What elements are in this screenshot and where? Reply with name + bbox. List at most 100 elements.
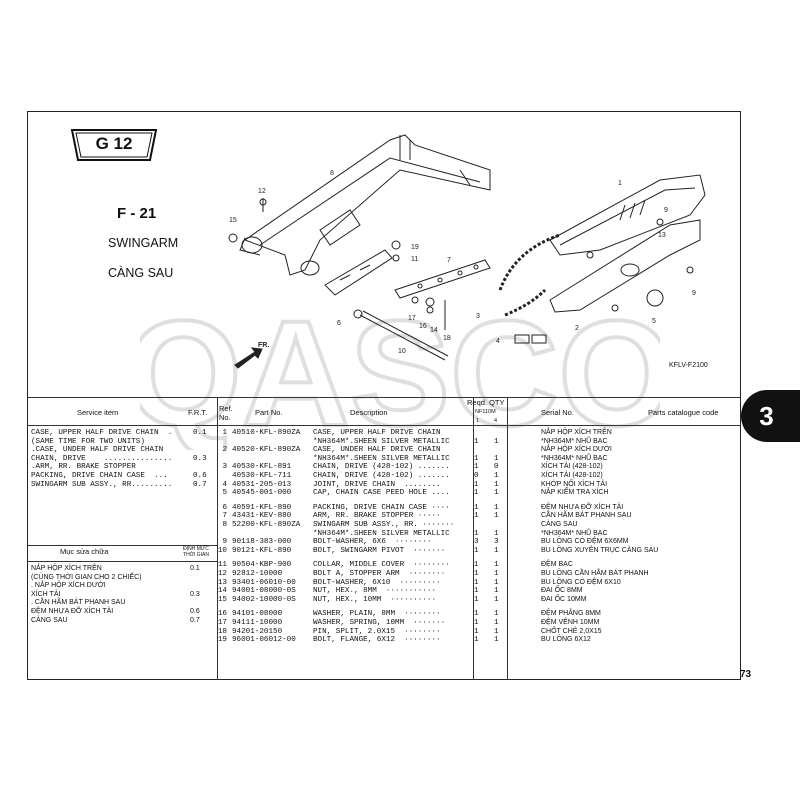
part-number: 40520-KFL-890ZA [232, 446, 301, 455]
callout-11: 11 [411, 256, 418, 263]
part-serial-vi: *NH364M* NHŨ BẠC [541, 437, 608, 445]
callout-14: 14 [430, 327, 438, 334]
service-item: (SAME TIME FOR TWO UNITS) [31, 437, 145, 446]
part-serial-vi: CHỐT CHẺ 2,0X15 [541, 627, 602, 635]
part-description: COLLAR, MIDDLE COVER ········ [313, 561, 450, 570]
header-ref-1: Ref. [219, 404, 233, 413]
pivot-bolt-drawing [353, 309, 449, 361]
part-qty-4: 1 [494, 578, 499, 587]
part-qty-4: 1 [494, 546, 499, 555]
part-serial-vi: CẦN HÃM BÁT PHANH SAU [541, 512, 632, 520]
part-description: NUT, HEX., 8MM ··········· [313, 587, 437, 596]
part-description: CHAIN, DRIVE (428-102) ....... [313, 472, 450, 480]
front-arrow-label: FR. [258, 342, 269, 349]
part-qty-1: 0 [474, 472, 479, 480]
part-qty-4: 1 [494, 472, 499, 480]
part-qty-1: 1 [474, 610, 479, 619]
part-qty-1: 3 [474, 538, 479, 547]
vi-item-frt: 0.1 [190, 565, 200, 572]
part-qty-1: 1 [474, 619, 479, 627]
part-serial-vi: ĐỆM NHỰA ĐỠ XÍCH TẢI [541, 503, 624, 511]
swingarm-drawing [239, 134, 491, 276]
part-ref: 15 [217, 595, 227, 604]
part-number: 43431-KEV-880 [232, 512, 292, 521]
part-ref: 1 [222, 429, 227, 437]
part-qty-4: 1 [494, 529, 499, 538]
part-ref: 14 [217, 587, 227, 596]
vi-section-rule [27, 545, 217, 546]
part-ref: 12 [217, 570, 227, 578]
callout-9b: 9 [692, 290, 696, 297]
part-serial-vi: ĐAI ỐC 10MM [541, 595, 587, 603]
section-title-vi: CÀNG SAU [108, 266, 174, 280]
part-serial-vi: *NH364M* NHŨ BẠC [541, 529, 608, 537]
table-header-rule [27, 425, 741, 426]
callout-2: 2 [575, 325, 579, 332]
header-catalogue-code: Parts catalogue code [648, 408, 719, 417]
part-qty-4: 1 [494, 437, 499, 446]
exploded-parts-diagram: FR. 1 2 3 4 5 6 7 8 9 9 10 11 12 13 14 1… [228, 134, 706, 369]
callout-3: 3 [476, 313, 480, 320]
part-number: 40530-KFL-891 [232, 463, 292, 472]
part-description: BOLT A, STOPPER ARM ········ [313, 570, 446, 578]
part-qty-4: 1 [494, 503, 499, 512]
qty-right-divider [507, 397, 508, 680]
part-qty-4: 1 [494, 627, 499, 636]
part-serial-vi: BU LÔNG CÓ ĐỆM 6X6MM [541, 538, 629, 546]
part-ref: 3 [222, 463, 227, 472]
callout-13: 13 [658, 232, 666, 239]
part-number: 93401-06010-00 [232, 578, 296, 587]
part-qty-4: 1 [494, 595, 499, 604]
part-qty-1: 1 [474, 480, 479, 489]
part-description: *NH364M*.SHEEN SILVER METALLIC [313, 529, 450, 538]
part-ref: 2 [222, 446, 227, 455]
vi-item-frt: 0.3 [190, 590, 200, 598]
part-description: CASE, UNDER HALF DRIVE CHAIN [313, 446, 441, 455]
part-number: 94001-08000-0S [232, 587, 296, 596]
callout-8: 8 [330, 170, 334, 177]
section-title-en: SWINGARM [108, 236, 179, 250]
part-description: PACKING, DRIVE CHAIN CASE ···· [313, 503, 450, 512]
vi-item-frt: 0.7 [190, 616, 200, 624]
service-item-frt: 0.6 [193, 472, 207, 480]
part-description: WASHER, SPRING, 10MM ······· [313, 619, 446, 627]
part-serial-vi: XÍCH TẢI (428-102) [541, 463, 603, 471]
callout-19: 19 [411, 244, 419, 251]
part-number: 94201-20150 [232, 627, 283, 636]
callout-5: 5 [652, 318, 656, 325]
cap-drawing [646, 289, 664, 307]
group-tab: G 12 [70, 128, 158, 162]
part-qty-4: 0 [494, 463, 499, 472]
service-item: CASE, UPPER HALF DRIVE CHAIN . [31, 429, 173, 437]
part-ref: 6 [222, 503, 227, 512]
part-qty-1: 1 [474, 587, 479, 596]
header-ref-2: No. [219, 413, 231, 422]
part-qty-1: 1 [474, 529, 479, 538]
part-serial-vi: BU LÔNG 6X12 [541, 636, 591, 644]
part-ref: 11 [217, 561, 227, 570]
part-description: NUT, HEX., 10MM ·········· [313, 595, 437, 604]
vi-item: . CẦN HÃM BÁT PHANH SAU [31, 599, 126, 607]
callout-9a: 9 [664, 207, 668, 214]
header-description: Description [350, 408, 388, 417]
part-description: BOLT-WASHER, 6X10 ········· [313, 578, 441, 587]
part-ref: 10 [217, 546, 227, 555]
part-qty-1: 1 [474, 489, 479, 498]
chapter-tab-label: 3 [759, 401, 774, 431]
group-tab-shape [70, 129, 158, 161]
header-reqd-qty: Reqd. QTY [467, 398, 505, 407]
callout-4: 4 [496, 338, 500, 345]
part-qty-4: 1 [494, 619, 499, 627]
part-ref: 8 [222, 521, 227, 529]
part-ref: 9 [222, 538, 227, 547]
callout-1: 1 [618, 180, 622, 187]
part-description: CASE, UPPER HALF DRIVE CHAIN [313, 429, 441, 437]
callout-17: 17 [408, 315, 416, 322]
part-description: SWINGARM SUB ASSY., RR. ······· [313, 521, 455, 529]
lower-chain-case-drawing [549, 219, 701, 313]
part-number: 90504-KBP-900 [232, 561, 292, 570]
part-number: 40510-KFL-890ZA [232, 429, 301, 437]
part-number: 94101-08000 [232, 610, 283, 619]
part-description: JOINT, DRIVE CHAIN ........ [313, 480, 441, 489]
part-qty-1: 1 [474, 561, 479, 570]
